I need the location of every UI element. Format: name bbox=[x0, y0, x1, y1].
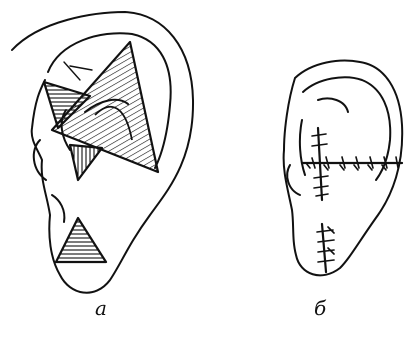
panel-label-a: а bbox=[95, 296, 107, 320]
ear-b-helix-rim bbox=[303, 77, 390, 180]
ear-a-outline bbox=[12, 12, 193, 293]
ear-a-scapha-mark bbox=[64, 62, 92, 80]
excision-triangle-lobe bbox=[56, 218, 106, 262]
panel-label-b: б bbox=[314, 296, 326, 320]
ear-a bbox=[12, 12, 193, 293]
excision-triangle-middle bbox=[70, 145, 102, 180]
ear-b-tragus bbox=[287, 165, 300, 195]
